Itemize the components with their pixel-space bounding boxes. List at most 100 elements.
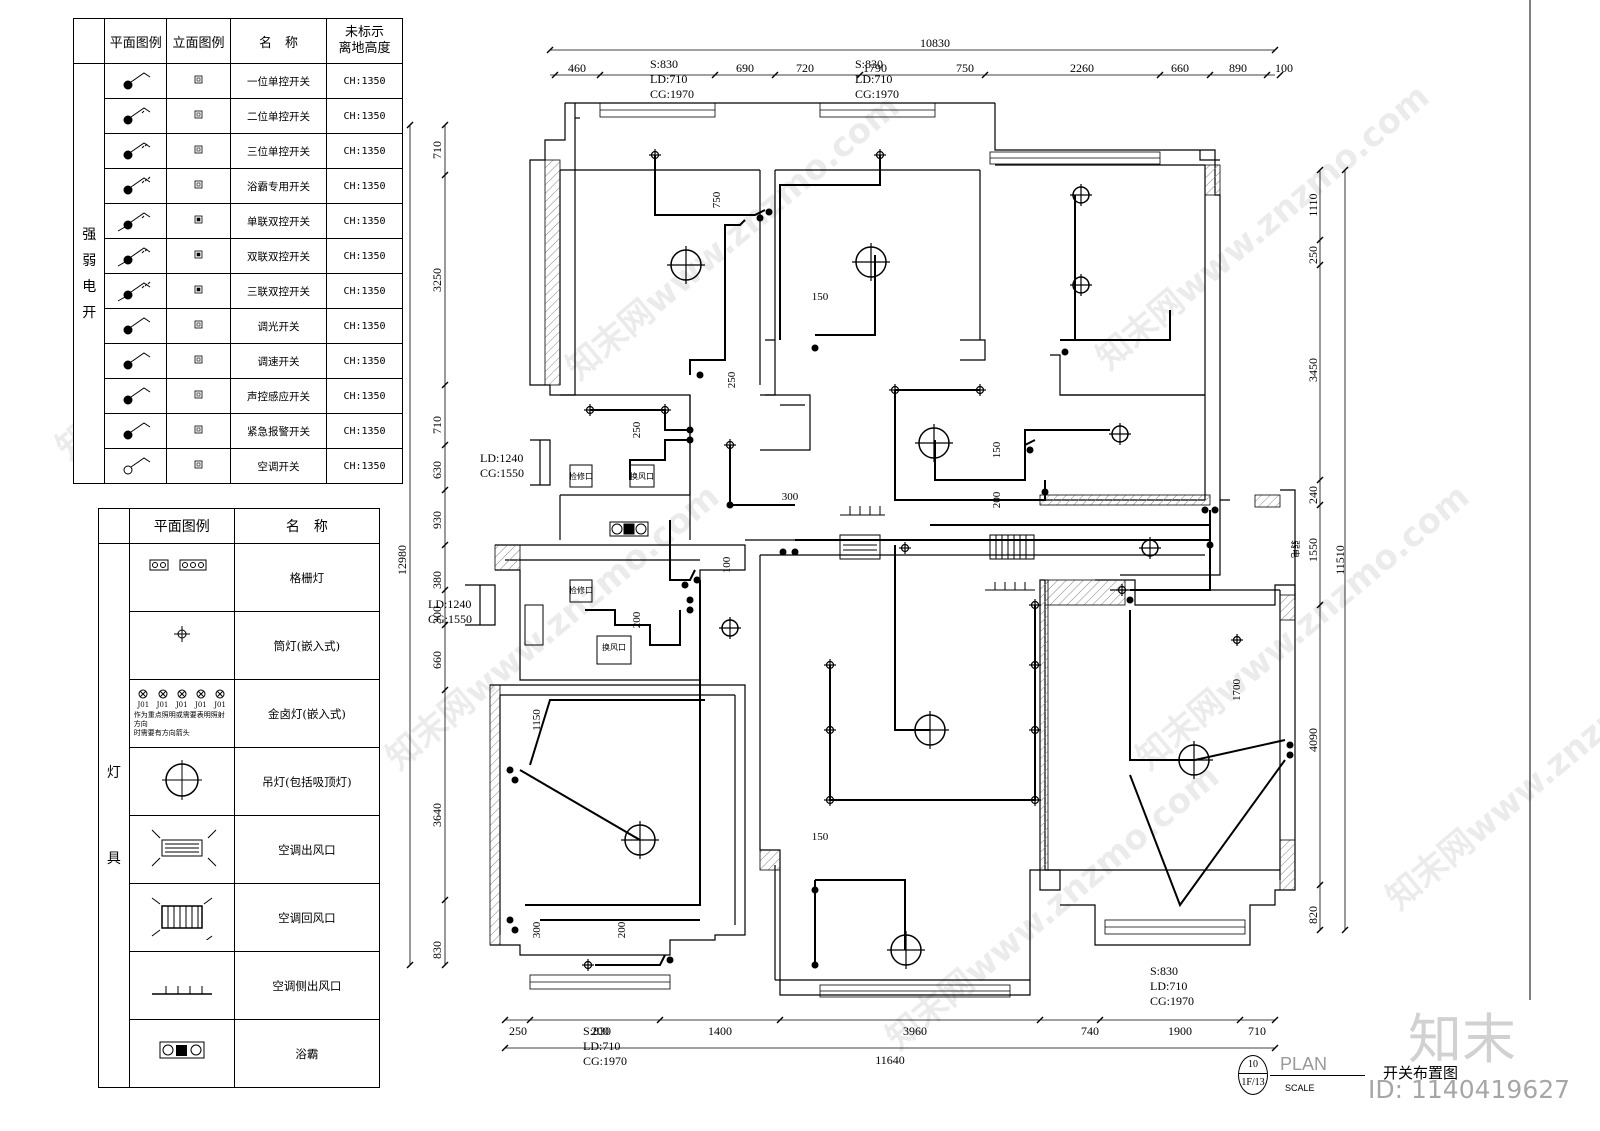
dimension-tick <box>1156 71 1164 79</box>
dimension-tick <box>441 121 449 129</box>
dimension-tick <box>441 486 449 494</box>
switch-point <box>756 214 764 222</box>
downlight-icon <box>1116 584 1128 596</box>
inner-dimension-label: 150 <box>812 291 829 303</box>
legend-item-name: 吊灯(包括吸顶灯) <box>233 747 381 816</box>
dimension-tick <box>596 71 604 79</box>
legend-item-name: 紧急报警开关 <box>229 413 328 449</box>
elevation-symbol-icon <box>166 168 231 204</box>
legend-item-name: 格栅灯 <box>233 543 381 612</box>
legend-item-name: 空调回风口 <box>233 883 381 952</box>
grille-light-icon <box>128 543 235 612</box>
ac-outlet-icon <box>128 815 235 884</box>
bath-heater-icon <box>128 1019 235 1088</box>
pendant-light-icon <box>621 821 659 859</box>
switch-points <box>506 208 1294 969</box>
dimension-tick <box>406 121 414 129</box>
ceiling-light-icon <box>1109 423 1131 445</box>
legend-row: 筒灯(嵌入式) <box>99 611 381 680</box>
bath-heater-switch-icon <box>104 168 168 204</box>
dimension-label: 710 <box>430 141 444 159</box>
halogen-code: J01 <box>156 701 169 709</box>
halogen-code: J01 <box>214 701 226 709</box>
legend-item-name: 金卤灯(嵌入式) <box>233 679 381 748</box>
switch-point <box>693 576 701 584</box>
dimension-tick <box>501 1044 509 1052</box>
dimension-tick <box>441 381 449 389</box>
ac-return-icon <box>128 883 235 952</box>
inner-dimension-label: 200 <box>991 491 1003 508</box>
dimension-tick <box>441 621 449 629</box>
downlight-icon <box>128 611 235 680</box>
category-char: 开 <box>82 304 97 321</box>
legend-item-name: 单联双控开关 <box>229 203 328 239</box>
downlight-icon <box>724 439 736 451</box>
dimension-tick <box>1036 1016 1044 1024</box>
legend-row: 空调出风口 <box>99 815 381 884</box>
sheet-number-bubble: 10 1F/13 <box>1238 1055 1268 1095</box>
dimension-tick <box>441 541 449 549</box>
downlight-icon <box>824 794 836 806</box>
dimension-label: 930 <box>430 511 444 529</box>
dimension-label: 660 <box>1171 61 1189 75</box>
elevation-symbol-icon <box>166 343 231 379</box>
total-dimension-label: 11640 <box>875 1053 905 1067</box>
legend-item-name: 空调开关 <box>229 448 328 484</box>
switch-point <box>726 501 734 509</box>
elevation-symbol-icon <box>166 98 231 134</box>
legend-item-name: 筒灯(嵌入式) <box>233 611 381 680</box>
inner-dimension-label: 1700 <box>1231 679 1243 702</box>
switch-point <box>779 548 787 556</box>
legend-row: 空调回风口 <box>99 883 381 952</box>
legend-item-height: CH:1350 <box>326 343 403 379</box>
dimension-lines <box>409 49 1346 1049</box>
dimension-label: 1550 <box>1306 538 1320 562</box>
pendant-light-icon <box>852 243 890 281</box>
dimension-label: 460 <box>568 61 586 75</box>
inner-dimension-label: 200 <box>616 921 628 938</box>
switch-point <box>1206 541 1214 549</box>
dimension-label: 380 <box>430 571 444 589</box>
access-panel-label: 换风口 <box>630 471 654 481</box>
double-switch-icon <box>104 98 168 134</box>
access-panel-label: 检修口 <box>569 471 593 481</box>
downlight-icon <box>889 384 901 396</box>
ac-vents <box>524 464 1035 665</box>
dimension-label: 3250 <box>430 268 444 292</box>
inner-dimension-label: 100 <box>721 556 733 573</box>
dimension-label: 4090 <box>1306 728 1320 752</box>
halogen-code: J01 <box>175 701 188 709</box>
inner-dimension-label: 750 <box>711 191 723 208</box>
switch-point <box>681 581 689 589</box>
legend-item-name: 浴霸 <box>233 1019 381 1088</box>
legend-item-name: 声控感应开关 <box>229 378 328 414</box>
dimension-tick <box>1316 881 1324 889</box>
category-char: 强 <box>82 226 97 243</box>
dimension-label: 3960 <box>903 1024 927 1038</box>
ac-side-outlet-icon <box>128 951 235 1020</box>
legend-item-name: 调速开关 <box>229 343 328 379</box>
dimension-label: 100 <box>1275 61 1293 75</box>
downlight-icon <box>584 404 596 416</box>
downlight-icon <box>1231 634 1243 646</box>
dimension-label: 300 <box>430 606 444 624</box>
wall-hatch <box>489 159 1296 946</box>
dimension-label: 1900 <box>1168 1024 1192 1038</box>
legend-row: 空调侧出风口 <box>99 951 381 1020</box>
windows <box>529 102 1246 998</box>
dimension-tick <box>1271 1044 1279 1052</box>
legend-item-name: 二位单控开关 <box>229 98 328 134</box>
legend-item-height: CH:1350 <box>326 203 403 239</box>
halogen-code: J01 <box>137 701 150 709</box>
inner-dimension-label: 300 <box>531 921 543 938</box>
ceiling-light-icon <box>719 617 741 639</box>
dimension-ticks <box>406 46 1349 1052</box>
low-voltage-label: 弱电 <box>1290 540 1301 558</box>
